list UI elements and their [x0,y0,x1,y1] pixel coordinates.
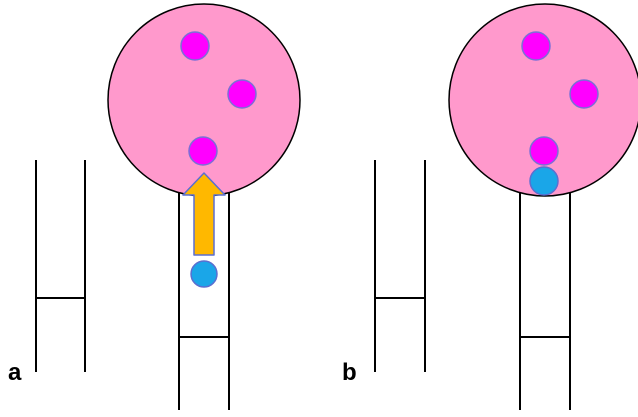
panel-b-cell-tube [519,192,571,410]
panel-a-empty-tube [35,160,86,372]
panel-a-label: a [8,359,22,386]
panel-b-empty-tube [374,160,426,372]
panel-b-cell [448,3,638,197]
panel-a-receptor-top [180,31,210,61]
panel-a-cell [107,3,301,197]
panel-a-up-arrow [182,172,226,256]
panel-a: a [8,3,301,410]
panel-b: b [342,3,638,410]
panel-b-receptor-right [569,79,599,109]
panel-a-ligand [190,260,218,288]
panel-a-receptor-right [227,79,257,109]
panel-a-cell-tube [178,192,230,410]
panel-b-label: b [342,359,357,386]
panel-b-bound-ligand [529,166,559,196]
panel-b-receptor-bottom [529,136,559,166]
panel-b-receptor-top [521,31,551,61]
panel-a-receptor-bottom [188,136,218,166]
